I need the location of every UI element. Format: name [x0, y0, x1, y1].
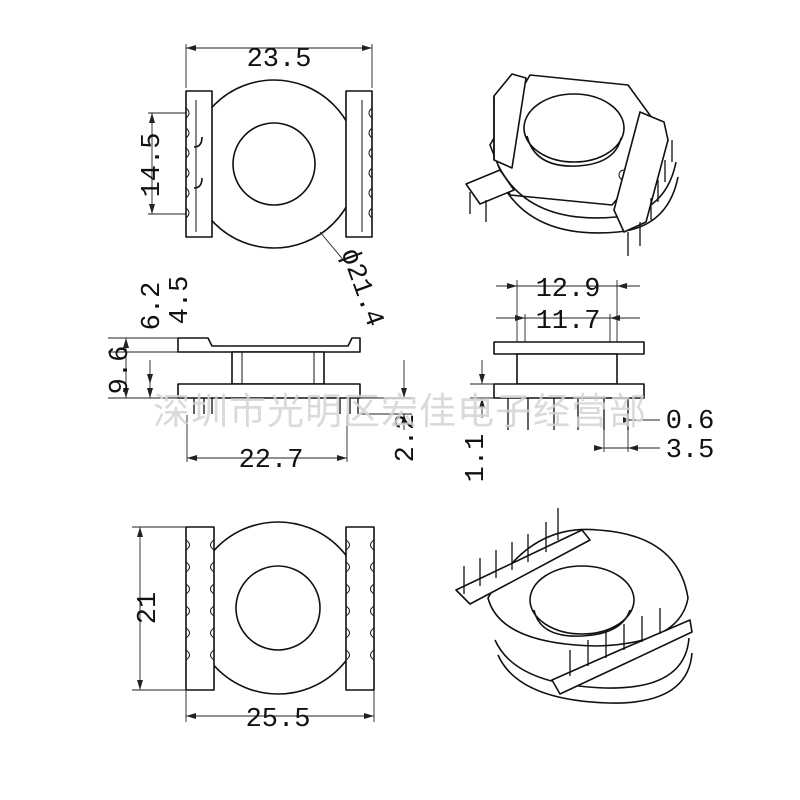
watermark-text: 深圳市光明区宏佳电子经营部	[153, 390, 647, 433]
iso-right-pins	[613, 111, 673, 256]
top-view	[148, 44, 373, 263]
dim-side-total: 9.6	[106, 346, 136, 395]
iso-front-pins	[551, 608, 693, 695]
dim-front-w1: 12.9	[536, 275, 601, 305]
dim-front-w2: 11.7	[536, 307, 601, 337]
isometric-view-top	[465, 73, 679, 256]
dim-side-h2: 4.5	[166, 276, 196, 325]
dim-pin-length: 2.2	[392, 414, 422, 463]
dim-top-height: 14.5	[138, 133, 168, 198]
iso-left-wall	[493, 73, 527, 169]
right-pin-slots	[361, 100, 373, 232]
dim-side-width: 22.7	[239, 446, 304, 476]
dim-bottom-height: 21	[134, 592, 164, 624]
left-pin-slots	[185, 100, 197, 232]
dim-top-width: 23.5	[247, 45, 312, 75]
dim-side-h1: 6.2	[138, 282, 168, 331]
front-view	[470, 280, 660, 452]
iso-back-pins	[455, 508, 591, 605]
dim-bottom-width: 25.5	[246, 705, 311, 735]
dim-core-diameter: ϕ21.4	[333, 245, 389, 331]
isometric-view-bottom	[455, 508, 693, 704]
bottom-view	[132, 521, 375, 722]
dim-front-pin: 1.1	[462, 434, 492, 483]
iso-left-pins	[465, 169, 515, 222]
dim-pin-diameter: 0.6	[666, 407, 715, 437]
side-view	[108, 337, 412, 462]
dim-pin-pitch: 3.5	[666, 436, 715, 466]
